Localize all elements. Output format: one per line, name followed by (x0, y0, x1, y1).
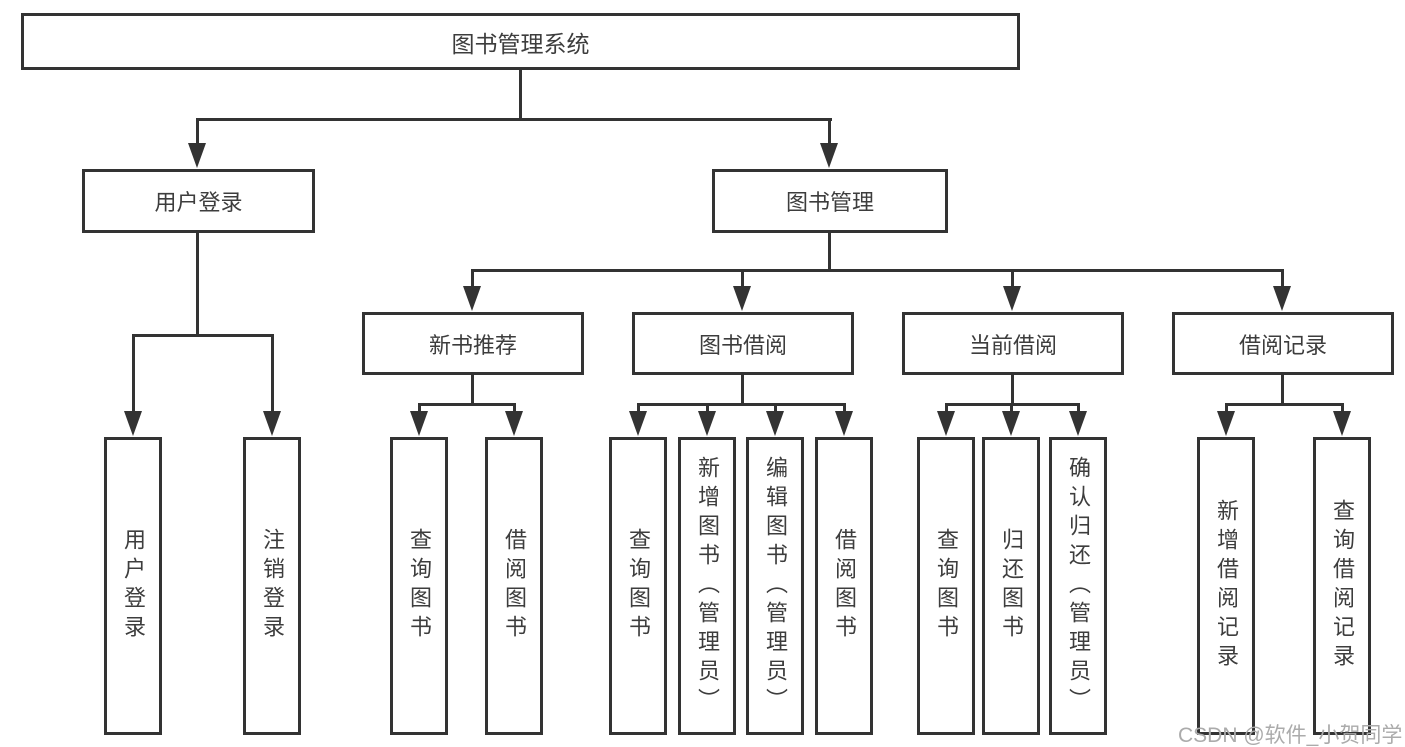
connector-drop-login-child1 (132, 334, 135, 414)
node-book-mgmt-label: 图书管理 (785, 190, 874, 215)
node-root: 图书管理系统 (21, 13, 1020, 70)
arrowhead-g4c1 (1217, 411, 1235, 436)
arrowhead-g2c4 (835, 411, 853, 436)
node-leaf-logout: 注销登录 (243, 437, 301, 735)
arrowhead-login-child1 (124, 411, 142, 436)
arrowhead-g2c1 (629, 411, 647, 436)
connector-login-hline (132, 334, 274, 337)
connector-root-hline (196, 118, 832, 121)
node-leaf-edit-book-admin: 编辑图书（管理员） (746, 437, 804, 735)
arrowhead-g2c3 (766, 411, 784, 436)
watermark: CSDN @软件_小贺同学 (1178, 724, 1403, 747)
arrowhead-group3 (1003, 286, 1021, 311)
node-borrow-record-label: 借阅记录 (1238, 332, 1327, 358)
node-borrow-record: 借阅记录 (1172, 312, 1394, 375)
node-leaf-confirm-return-admin: 确认归还（管理员） (1049, 437, 1107, 735)
connector-drop-group3 (1011, 269, 1014, 289)
node-book-borrow-label: 图书借阅 (698, 332, 787, 358)
arrowhead-group2 (733, 286, 751, 311)
arrowhead-g1c1 (410, 411, 428, 436)
connector-drop-g1c1 (418, 403, 421, 415)
arrowhead-g2c2 (698, 411, 716, 436)
arrowhead-group1 (463, 286, 481, 311)
connector-drop-g2c2 (706, 403, 709, 415)
connector-drop-g4c1 (1225, 403, 1228, 415)
connector-drop-g2c1 (637, 403, 640, 415)
arrowhead-g1c2 (505, 411, 523, 436)
node-user-login-label: 用户登录 (154, 190, 243, 215)
node-book-borrow: 图书借阅 (632, 312, 854, 375)
connector-group4-vline (1281, 375, 1284, 406)
arrowhead-g4c2 (1333, 411, 1351, 436)
node-leaf-borrow-book-1: 借阅图书 (485, 437, 543, 735)
node-leaf-user-login: 用户登录 (104, 437, 162, 735)
arrowhead-g3c1 (937, 411, 955, 436)
connector-group1-hline (418, 403, 516, 406)
connector-group3-vline (1011, 375, 1014, 406)
node-leaf-add-book-admin: 新增图书（管理员） (678, 437, 736, 735)
node-new-book-recommend: 新书推荐 (362, 312, 584, 375)
node-root-label: 图书管理系统 (451, 30, 590, 57)
arrowhead-mgmt (820, 143, 838, 168)
node-leaf-query-book-2: 查询图书 (609, 437, 667, 735)
connector-group1-vline (471, 375, 474, 406)
node-book-mgmt: 图书管理 (712, 169, 948, 233)
arrowhead-login-child2 (263, 411, 281, 436)
node-current-borrow: 当前借阅 (902, 312, 1124, 375)
node-leaf-borrow-book-2: 借阅图书 (815, 437, 873, 735)
connector-drop-mgmt (828, 118, 831, 146)
node-leaf-query-book-1: 查询图书 (390, 437, 448, 735)
connector-drop-g3c1 (945, 403, 948, 415)
connector-drop-group4 (1281, 269, 1284, 289)
connector-drop-g3c3 (1077, 403, 1080, 415)
node-leaf-query-book-3: 查询图书 (917, 437, 975, 735)
arrowhead-g3c2 (1002, 411, 1020, 436)
connector-mgmt-hline (471, 269, 1284, 272)
node-current-borrow-label: 当前借阅 (968, 332, 1057, 358)
connector-drop-g3c2 (1010, 403, 1013, 415)
connector-drop-g2c4 (843, 403, 846, 415)
node-leaf-return-book: 归还图书 (982, 437, 1040, 735)
connector-root-vline (519, 70, 522, 121)
connector-drop-group2 (741, 269, 744, 289)
connector-drop-g1c2 (513, 403, 516, 415)
connector-drop-group1 (471, 269, 474, 289)
node-leaf-add-borrow-record: 新增借阅记录 (1197, 437, 1255, 735)
node-leaf-query-borrow-record: 查询借阅记录 (1313, 437, 1371, 735)
node-user-login: 用户登录 (82, 169, 315, 233)
arrowhead-g3c3 (1069, 411, 1087, 436)
arrowhead-login (188, 143, 206, 168)
node-new-book-recommend-label: 新书推荐 (428, 332, 517, 358)
connector-group4-hline (1225, 403, 1344, 406)
connector-drop-login-child2 (271, 334, 274, 414)
connector-login-vline (196, 233, 199, 337)
arrowhead-group4 (1273, 286, 1291, 311)
connector-mgmt-vline (828, 233, 831, 272)
connector-group2-hline (637, 403, 846, 406)
connector-drop-g4c2 (1341, 403, 1344, 415)
connector-drop-g2c3 (774, 403, 777, 415)
connector-drop-login (196, 118, 199, 146)
connector-group2-vline (741, 375, 744, 406)
